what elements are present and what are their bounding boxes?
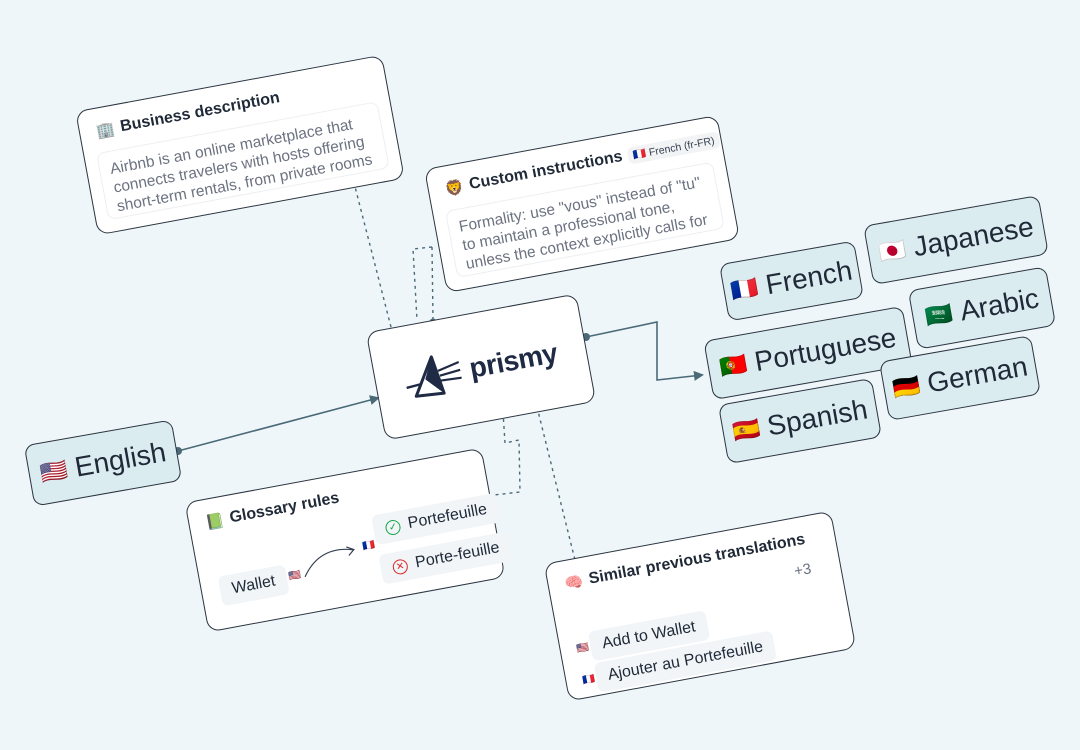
portugal-flag-icon: 🇵🇹 [717,350,750,381]
check-circle-icon: ✓ [384,518,402,536]
france-flag-icon: 🇫🇷 [632,147,648,162]
locale-badge: 🇫🇷 French (fr-FR) [626,130,721,165]
spain-flag-icon: 🇪🇸 [730,415,762,445]
prismy-engine-card[interactable]: prismy [365,293,597,441]
france-flag-icon: 🇫🇷 [728,274,761,304]
more-translations-count[interactable]: +3 [792,560,813,581]
germany-flag-icon: 🇩🇪 [890,372,922,402]
glossary-source-term: Wallet [217,564,290,607]
x-circle-icon: ✕ [391,557,409,576]
source-language-label: English [72,436,169,483]
prism-logo-icon [405,355,462,398]
mapping-arrow-icon [304,546,355,578]
green-book-icon: 📗 [204,511,226,532]
instructions-to-engine-connector [412,246,433,321]
france-flag-icon: 🇫🇷 [581,673,596,687]
business-to-engine-connector [351,174,393,332]
glossary-rules-title: 📗 Glossary rules [204,489,341,532]
japan-flag-icon: 🇯🇵 [876,236,908,266]
glossary-rules-card: 📗 Glossary rules Wallet 🇺🇸 🇫🇷 ✓ Portefeu… [184,447,514,633]
brain-icon: 🧠 [563,573,585,594]
glossary-to-engine-connector [493,411,521,496]
us-flag-icon: 🇺🇸 [287,569,303,583]
lion-icon: 🦁 [443,178,466,199]
saudi-arabia-flag-icon: 🇸🇦 [923,300,955,330]
similar-to-engine-connector [536,406,576,561]
source-to-engine-connector [177,395,380,452]
office-building-icon: 🏢 [94,120,117,141]
engine-to-targets-connector [585,321,704,381]
us-flag-icon: 🇺🇸 [575,641,591,656]
us-flag-icon: 🇺🇸 [38,456,70,486]
brand-name: prismy [466,337,560,384]
france-flag-icon: 🇫🇷 [361,539,376,553]
